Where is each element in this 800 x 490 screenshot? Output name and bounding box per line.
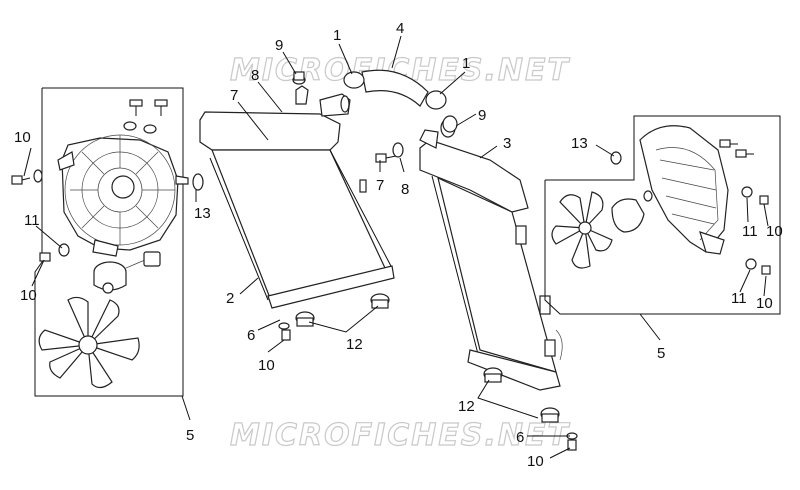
callout-8: 8: [251, 67, 259, 84]
callout-4: 4: [396, 20, 404, 37]
left-fan-shroud: [57, 134, 189, 257]
callout-5: 5: [657, 345, 665, 362]
right-radiator: [419, 129, 563, 391]
callout-1: 1: [333, 27, 341, 44]
callout-numbers: 1 1 2 3 4 5 5 6 6 7 7 8 8 9 9 10 10 10 1…: [14, 20, 783, 470]
callout-10: 10: [527, 453, 544, 470]
callout-10: 10: [14, 129, 31, 146]
callout-5: 5: [186, 427, 194, 444]
callout-9: 9: [478, 107, 486, 124]
callout-2: 2: [226, 290, 234, 307]
callout-10: 10: [756, 295, 773, 312]
callout-11: 11: [731, 290, 747, 307]
callout-7: 7: [230, 87, 238, 104]
left-fan-assembly: [11, 87, 204, 397]
right-fan-group-outline: [544, 115, 781, 315]
watermark-bottom: MICROFICHES.NET: [230, 418, 571, 453]
callout-13: 13: [194, 205, 211, 222]
hose-and-clamps: [292, 69, 456, 138]
callout-11: 11: [742, 223, 758, 240]
callout-10: 10: [20, 287, 37, 304]
left-fan-motor: [93, 251, 161, 294]
right-radiator-mounts: [483, 367, 578, 451]
right-fan-assembly: [544, 115, 781, 315]
right-radiator-fittings: [375, 115, 458, 163]
callout-12: 12: [458, 398, 475, 415]
left-fan-group-outline: [34, 87, 184, 397]
left-radiator: [199, 85, 395, 309]
callout-8: 8: [401, 181, 409, 198]
callout-6: 6: [516, 429, 524, 446]
right-fan-blade: [551, 191, 613, 269]
callout-7: 7: [376, 177, 384, 194]
left-fan-fasteners: [11, 99, 204, 262]
callout-1: 1: [462, 55, 470, 72]
callout-12: 12: [346, 336, 363, 353]
callout-3: 3: [503, 135, 511, 152]
left-radiator-mounts: [278, 293, 390, 341]
leader-lines: [23, 35, 769, 459]
left-fan-blade: [38, 296, 140, 389]
callout-9: 9: [275, 37, 283, 54]
callout-11: 11: [24, 212, 40, 229]
callout-6: 6: [247, 327, 255, 344]
callout-13: 13: [571, 135, 588, 152]
callout-10: 10: [766, 223, 783, 240]
callout-10: 10: [258, 357, 275, 374]
